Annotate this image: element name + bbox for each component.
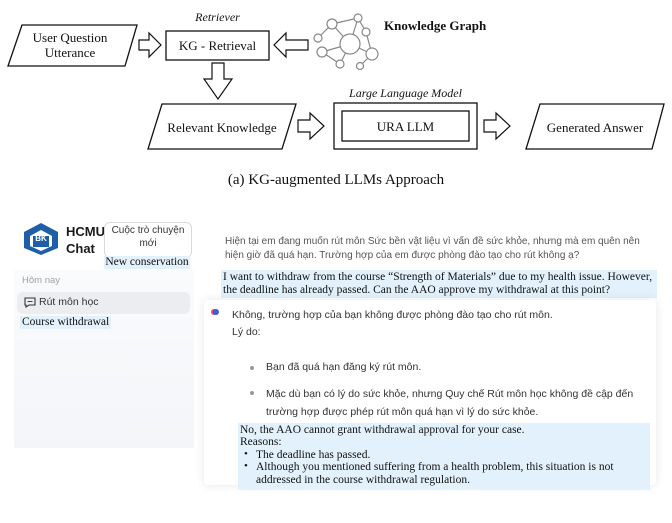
- user-message: Hiện tại em đang muốn rút môn Sức bền vậ…: [225, 236, 640, 261]
- arrow-right-icon: [483, 111, 511, 141]
- bk-logo-icon: [24, 223, 58, 255]
- new-chat-gloss: New conservation: [104, 256, 190, 269]
- bot-gloss-bullet-dot-1: •: [244, 448, 248, 460]
- knowledge-graph-label: Knowledge Graph: [384, 18, 487, 33]
- caption-a: (a) KG-augmented LLMs Approach: [227, 172, 445, 188]
- new-chat-button[interactable]: [104, 222, 192, 258]
- bot-line-1: Không, trường hợp của bạn không được phò…: [232, 309, 553, 321]
- bot-gloss-bullet-2: Although you mentioned suffering from a …: [256, 461, 614, 486]
- arrow-right-icon: [138, 31, 162, 59]
- arrow-right-icon: [297, 111, 325, 141]
- relevant-knowledge-parallelogram: [147, 103, 297, 150]
- chat-bubble-icon: [24, 297, 36, 308]
- bot-bullet-dot-1: [250, 366, 254, 370]
- diagram-canvas: [7, 13, 665, 150]
- llm-label: Large Language Model: [349, 86, 462, 100]
- generated-answer-label: Generated Answer: [546, 120, 644, 135]
- relevant-knowledge-label: Relevant Knowledge: [167, 120, 277, 135]
- arrow-down-icon: [202, 62, 234, 101]
- knowledge-graph-icon: [313, 13, 379, 71]
- kg-retrieval-box: [165, 30, 270, 61]
- history-gloss: Course withdrawal: [20, 316, 112, 329]
- history-item-label[interactable]: Rút môn học: [39, 296, 99, 308]
- section-today: Hôm nay: [22, 275, 61, 286]
- retriever-label: Retriever: [195, 10, 240, 24]
- bot-avatar-dot: [213, 309, 219, 315]
- bot-gloss-block: [238, 423, 650, 490]
- input-box-label: User Question Utterance: [32, 30, 108, 60]
- new-chat-button-label[interactable]: Cuộc trò chuyện mới: [111, 225, 185, 249]
- bottom-fade: [0, 500, 672, 523]
- history-item[interactable]: [17, 292, 190, 314]
- bot-gloss-bullet-dot-2: •: [244, 460, 248, 472]
- bot-bullet-2: Mặc dù bạn có lý do sức khỏe, nhưng Quy …: [266, 388, 634, 418]
- user-message-gloss: I want to withdraw from the course “Stre…: [221, 270, 657, 298]
- bot-gloss-line-2: Reasons:: [240, 436, 282, 448]
- logo-text: BK: [35, 234, 47, 243]
- llm-inner-box: [341, 110, 470, 142]
- ura-llm-label: URA LLM: [376, 119, 435, 134]
- bot-line-2: Lý do:: [232, 326, 261, 338]
- generated-answer-parallelogram: [525, 103, 665, 150]
- bot-bullet-1: Bạn đã quá hạn đăng ký rút môn.: [266, 361, 422, 373]
- arrow-left-icon: [273, 31, 309, 59]
- bot-bullet-dot-2: [250, 391, 254, 395]
- bot-gloss-bullet-1: The deadline has passed.: [256, 449, 371, 461]
- brand-line-2: Chat: [66, 241, 95, 256]
- kg-retrieval-label: KG - Retrieval: [178, 38, 257, 53]
- bot-gloss-line-1: No, the AAO cannot grant withdrawal appr…: [240, 424, 525, 436]
- brand-line-1: HCMUT: [66, 224, 113, 239]
- input-parallelogram: [7, 24, 138, 67]
